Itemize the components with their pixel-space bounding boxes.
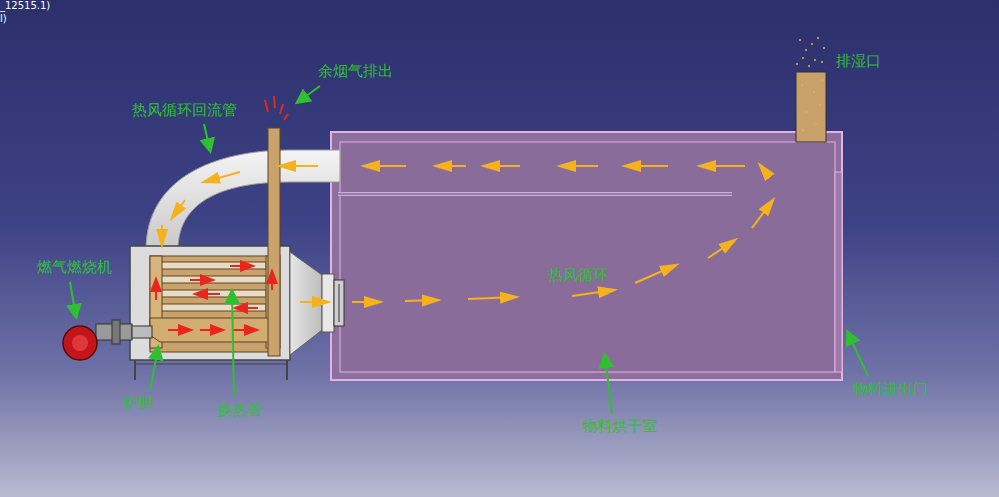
return-duct: [146, 150, 340, 250]
part-label: 热风循环回流管: [132, 101, 237, 119]
part-label: 炉胆: [123, 394, 153, 412]
part-label: 换热管: [217, 401, 262, 419]
part-label: 燃气燃烧机: [37, 258, 112, 276]
leader-arrows: [70, 86, 868, 413]
furnace: [130, 128, 344, 380]
gas-burner: [63, 320, 152, 360]
hot-air-arrows: [162, 165, 773, 302]
drying-chamber: [331, 132, 842, 380]
file-tag: _12515.1): [0, 0, 50, 11]
humidity-exhaust: [796, 37, 826, 142]
part-label: 物料进出门: [853, 380, 928, 398]
flue-gas-arrows: [156, 266, 272, 330]
flow-label: 热风循环: [548, 266, 608, 284]
part-label: 物料烘干室: [582, 417, 657, 435]
file-tag: l): [0, 13, 7, 24]
smoke-sparks: [265, 96, 288, 120]
part-label: 余烟气排出: [318, 62, 393, 80]
part-label: 排湿口: [836, 52, 881, 70]
